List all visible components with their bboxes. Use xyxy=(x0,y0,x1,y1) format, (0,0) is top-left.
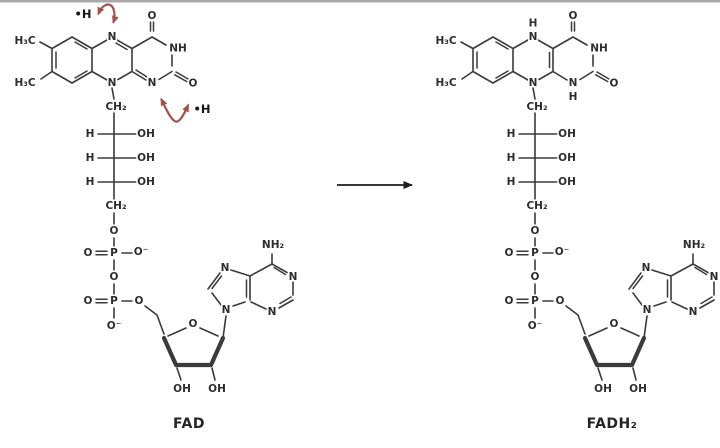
fadh2-atom-n10: N xyxy=(529,77,538,89)
fadh2-atom-p1-o-minus: O⁻ xyxy=(555,246,569,258)
fadh2-chain-h-2: H xyxy=(507,152,516,164)
radical-h-side-label: •H xyxy=(194,102,211,116)
fad-chain-oh-2: OH xyxy=(137,152,155,164)
fadh2-atom-ribose-oxygen: O xyxy=(610,318,619,330)
fad-atom-n5: N xyxy=(108,31,117,43)
fadh2-atom-methyl-top: H₃C xyxy=(435,35,456,47)
fadh2-atom-n5: N xyxy=(529,31,538,43)
fad-atom-p2-dbl-oxygen: O xyxy=(84,295,93,307)
fadh2-chain-oh-1: OH xyxy=(558,128,576,140)
fad-atom-ribose-oxygen: O xyxy=(189,318,198,330)
radical-addition-arrow-n5 xyxy=(97,3,119,24)
fad-atom-c4-oxygen: O xyxy=(148,10,157,22)
fad-chain-oh-3: OH xyxy=(137,176,155,188)
fad-atom-p2-link-oxygen: O xyxy=(135,295,144,307)
fadh2-atom-n1-hydrogen: H xyxy=(569,91,578,103)
fadh2-ribose-oh-right: OH xyxy=(629,383,647,395)
fad-adenine-n9: N xyxy=(222,304,231,316)
fadh2-adenine-nh2: NH₂ xyxy=(683,239,706,251)
fad-atom-ester-oxygen: O xyxy=(110,225,119,237)
fadh2-ribose-oh-left: OH xyxy=(594,383,612,395)
fad-atom-c2-oxygen: O xyxy=(189,78,198,90)
fadh2-adenine-n1: N xyxy=(710,271,719,283)
fadh2-atom-p2-link-oxygen: O xyxy=(556,295,565,307)
fadh2-double-bond-lines xyxy=(476,21,713,305)
fad-atom-phosphorus-2: P xyxy=(110,295,118,307)
fadh2-atom-ch2-bottom: CH₂ xyxy=(526,200,547,212)
fad-atom-methyl-bottom: H₃C xyxy=(14,77,35,89)
fad-atom-bridge-oxygen: O xyxy=(110,271,119,283)
fadh2-single-bonds xyxy=(460,36,715,381)
fadh2-ribose-wedge-bonds xyxy=(582,335,647,368)
fad-atom-methyl-top: H₃C xyxy=(14,35,35,47)
fadh2-atom-c2-oxygen: O xyxy=(610,78,619,90)
fadh2-adenine-n9: N xyxy=(643,304,652,316)
fadh2-adenine-n3: N xyxy=(689,306,698,318)
fadh2-chain-oh-3: OH xyxy=(558,176,576,188)
fad-atom-p2-o-minus: O⁻ xyxy=(107,320,121,332)
fad-atom-p1-o-minus: O⁻ xyxy=(134,246,148,258)
fadh2-atom-p1-dbl-oxygen: O xyxy=(505,247,514,259)
fad-atom-ch2-bottom: CH₂ xyxy=(105,200,126,212)
fad-chain-h-1: H xyxy=(86,128,95,140)
fad-chain-h-2: H xyxy=(86,152,95,164)
fadh2-atom-ch2-top: CH₂ xyxy=(526,101,547,113)
fad-adenine-n1: N xyxy=(289,271,298,283)
fad-adenine-n3: N xyxy=(268,306,277,318)
fadh2-atom-n5-hydrogen: H xyxy=(529,18,538,30)
fad-adenine-n7: N xyxy=(221,262,230,274)
fadh2-chain-h-1: H xyxy=(507,128,516,140)
fad-chain-h-3: H xyxy=(86,176,95,188)
fad-single-bonds xyxy=(39,36,294,381)
fadh2-atom-methyl-bottom: H₃C xyxy=(435,77,456,89)
fadh2-adenine-n7: N xyxy=(642,262,651,274)
fad-double-bond-lines xyxy=(55,21,292,305)
fadh2-atom-p2-o-minus: O⁻ xyxy=(528,320,542,332)
fad-ribose-wedge-bonds xyxy=(161,335,226,368)
fadh2-atom-n3h: NH xyxy=(590,43,608,55)
fad-chain-oh-1: OH xyxy=(137,128,155,140)
fadh2-chain-h-3: H xyxy=(507,176,516,188)
fadh2-atom-c4-oxygen: O xyxy=(569,10,578,22)
fad-atom-n10: N xyxy=(108,77,117,89)
fad-ribose-oh-left: OH xyxy=(173,383,191,395)
fadh2-atom-ester-oxygen: O xyxy=(531,225,540,237)
radical-hydrogen-annotations: •H •H xyxy=(75,3,211,123)
fadh2-atom-n1: N xyxy=(569,77,578,89)
fadh2-structure: H₃C H₃C H N N N H NH O O CH₂ H H H OH OH… xyxy=(434,9,720,433)
fad-atom-ch2-top: CH₂ xyxy=(105,101,126,113)
fad-caption: FAD xyxy=(173,416,205,432)
radical-h-top-label: •H xyxy=(75,7,92,21)
top-edge-line xyxy=(0,0,720,3)
fad-atom-n1: N xyxy=(148,77,157,89)
fadh2-chain-oh-2: OH xyxy=(558,152,576,164)
fad-atom-n3h: NH xyxy=(169,43,187,55)
radical-addition-arrow-n1 xyxy=(160,97,190,123)
fadh2-caption: FADH₂ xyxy=(587,416,638,432)
fad-adenine-nh2: NH₂ xyxy=(262,239,285,251)
fad-atom-phosphorus-1: P xyxy=(110,247,118,259)
fadh2-atom-p2-dbl-oxygen: O xyxy=(505,295,514,307)
fadh2-atom-phosphorus-1: P xyxy=(531,247,539,259)
fad-atom-p1-dbl-oxygen: O xyxy=(84,247,93,259)
fadh2-atom-phosphorus-2: P xyxy=(531,295,539,307)
fad-ribose-oh-right: OH xyxy=(208,383,226,395)
fad-structure: H₃C H₃C N N N NH O O CH₂ H H H OH OH OH … xyxy=(13,9,299,433)
fadh2-atom-bridge-oxygen: O xyxy=(531,271,540,283)
